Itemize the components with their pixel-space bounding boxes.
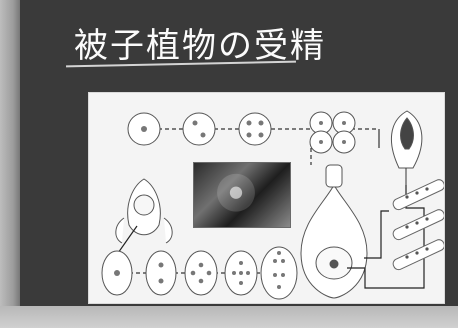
center-photograph <box>193 162 291 228</box>
fertilization-diagram <box>101 110 444 300</box>
bottom-cell-nuclei <box>114 251 285 289</box>
pollen-tubes <box>392 179 444 271</box>
bud <box>115 178 173 244</box>
board-edge <box>0 0 22 328</box>
cell-3 <box>238 112 272 146</box>
bottom-shadow <box>0 306 458 328</box>
top-cell-nuclei <box>141 120 346 144</box>
top-cells <box>127 111 356 154</box>
anther <box>390 110 423 185</box>
center-photo-highlight <box>208 172 278 218</box>
poster-board <box>88 92 445 304</box>
bottom-cells <box>101 246 298 300</box>
pollen-tube-dots <box>405 187 429 259</box>
cell-2 <box>182 112 216 146</box>
pistil <box>300 164 368 299</box>
board-title: 被子植物の受精 <box>74 26 326 66</box>
